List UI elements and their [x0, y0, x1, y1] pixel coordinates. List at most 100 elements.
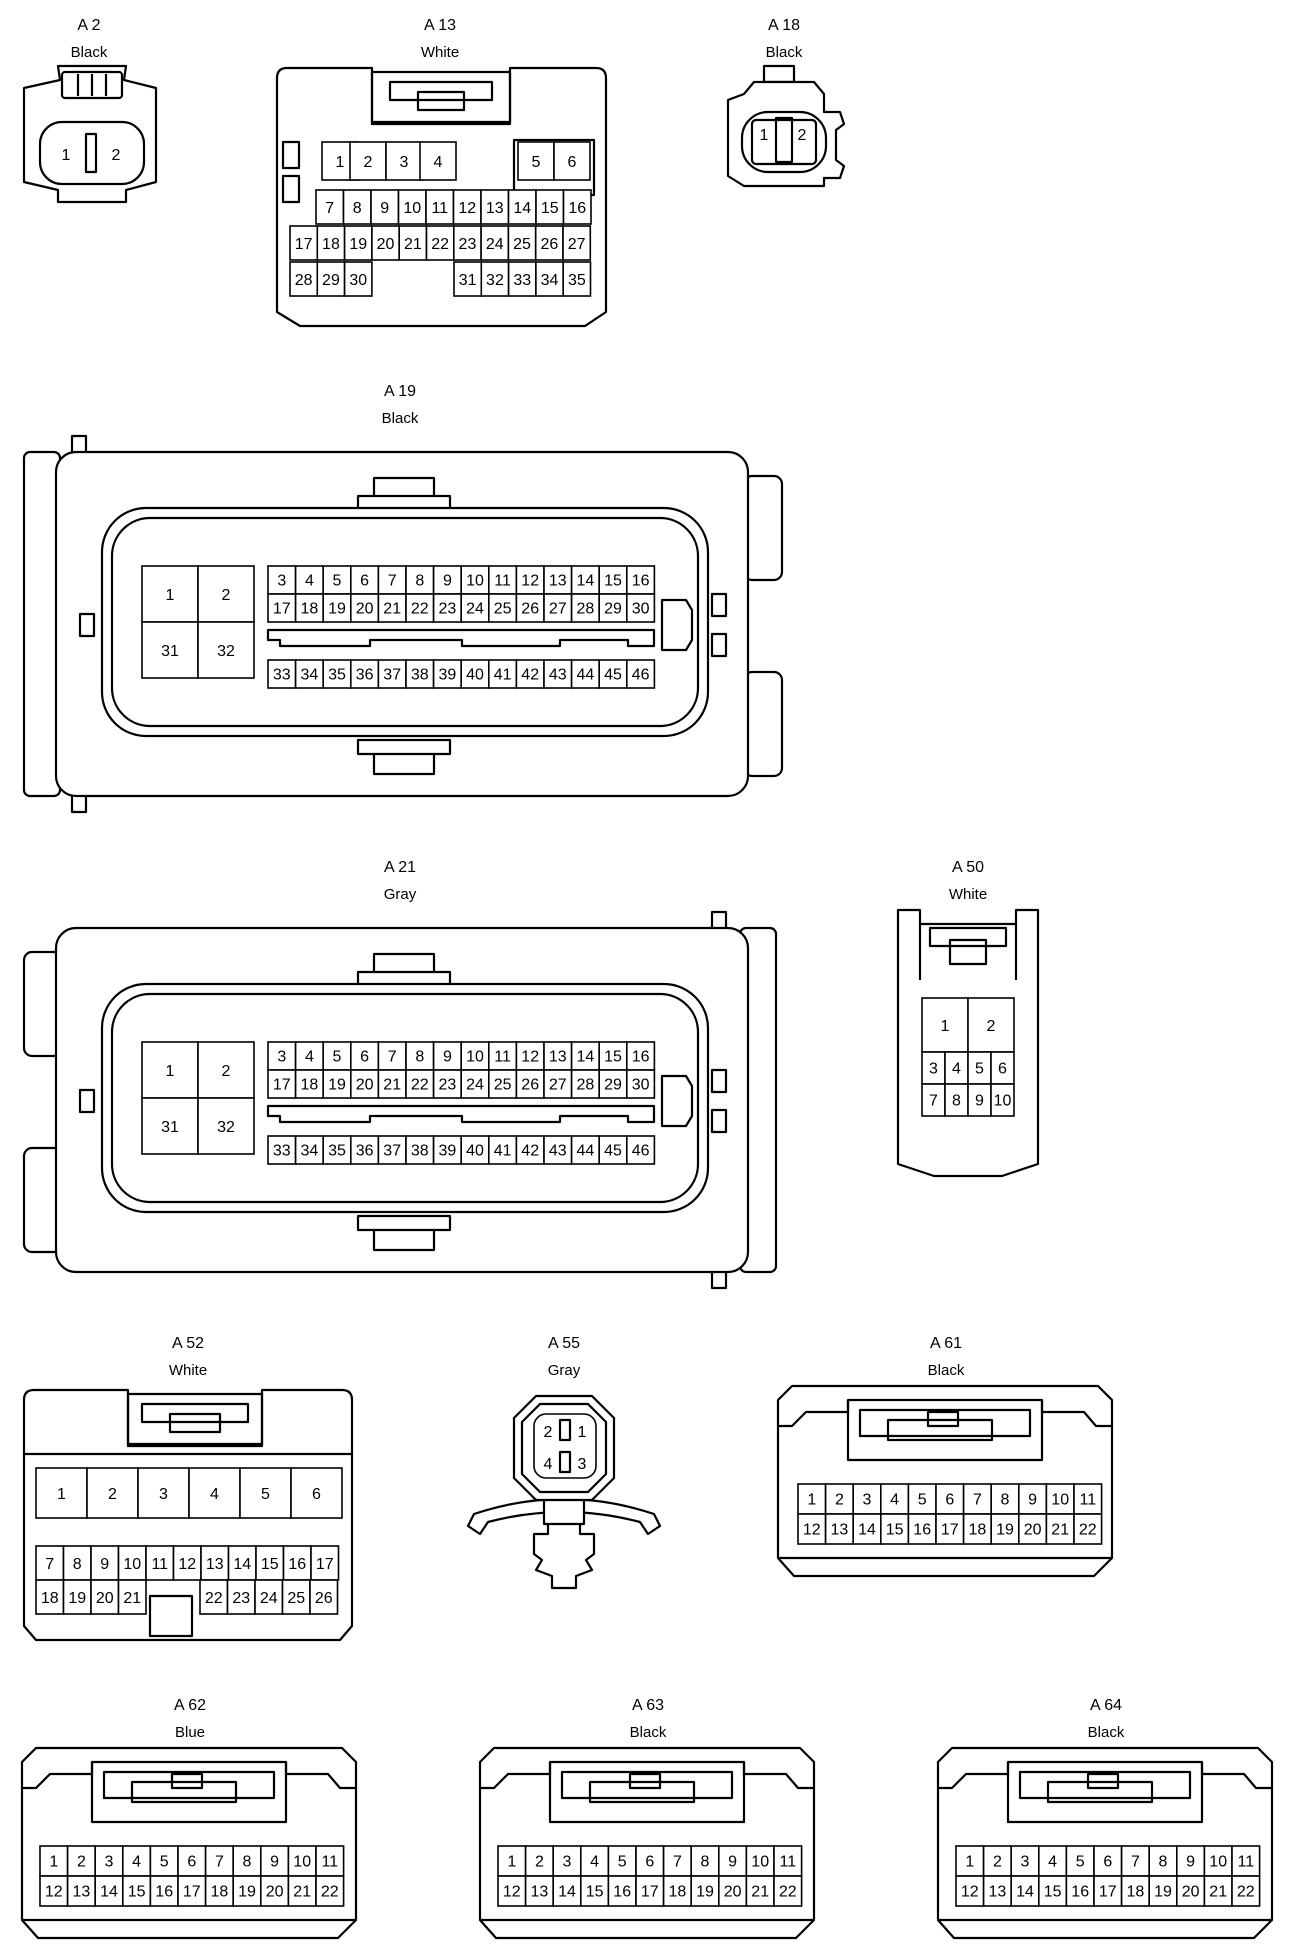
pin-label: 3 — [159, 1486, 168, 1503]
pin-label: 1 — [49, 1853, 58, 1870]
pin-label: 1 — [57, 1486, 66, 1503]
pin-label: 15 — [604, 572, 622, 589]
pin-cell — [1065, 1845, 1095, 1877]
pin-label: 14 — [577, 1048, 595, 1065]
pin-label: 11 — [151, 1556, 168, 1573]
pin-label: 16 — [632, 1048, 650, 1065]
pin-cell — [294, 1135, 325, 1165]
pin-label: 1 — [166, 1063, 175, 1080]
pin-label: 37 — [383, 1142, 401, 1159]
pin-label: 28 — [295, 272, 313, 289]
pin-cell — [35, 1545, 65, 1581]
pin-label: 13 — [549, 572, 567, 589]
pin-cell — [377, 1069, 407, 1099]
pin-cell — [145, 1545, 175, 1581]
pin-label: 11 — [1237, 1853, 1254, 1870]
pin-label: 12 — [961, 1883, 979, 1900]
pin-label: 5 — [975, 1060, 984, 1077]
pin-label: 33 — [513, 272, 531, 289]
pin-cell — [419, 141, 457, 181]
pin-label: 18 — [969, 1521, 987, 1538]
pin-cell — [625, 1069, 656, 1099]
connector-id: A 64 — [1090, 1697, 1122, 1714]
pin-label: 19 — [349, 236, 367, 253]
pin-label: 17 — [273, 600, 291, 617]
pin-label: 12 — [503, 1883, 521, 1900]
pin-label: 31 — [161, 1119, 179, 1136]
pin-label: 16 — [568, 200, 586, 217]
connector-id: A 63 — [632, 1697, 664, 1714]
pin-cell — [607, 1875, 637, 1907]
pin-label: 32 — [486, 272, 504, 289]
pin-cell — [690, 1845, 720, 1877]
pin-cell — [432, 1041, 463, 1071]
pin-label: 20 — [724, 1883, 742, 1900]
pin-label: 1 — [807, 1491, 816, 1508]
pin-cell — [690, 1875, 720, 1907]
pin-label: 42 — [521, 1142, 539, 1159]
pin-label: 5 — [333, 1048, 342, 1065]
pin-label: 16 — [613, 1883, 631, 1900]
pin-label: 5 — [618, 1853, 627, 1870]
connector-id: A 52 — [172, 1335, 204, 1352]
pin-label: 37 — [383, 666, 401, 683]
pin-cell — [598, 1069, 628, 1099]
pin-cell — [852, 1513, 882, 1545]
pin-label: 3 — [1021, 1853, 1030, 1870]
pin-label: 9 — [380, 200, 389, 217]
pin-cell — [289, 261, 319, 297]
pin-label: 43 — [549, 1142, 567, 1159]
pin-label: 10 — [1051, 1491, 1069, 1508]
pin-cell — [343, 261, 373, 297]
pin-label: 30 — [632, 1076, 650, 1093]
pin-cell — [497, 1875, 527, 1907]
pin-label: 15 — [261, 1556, 279, 1573]
connector-color: White — [169, 1362, 207, 1379]
pin-label: 2 — [544, 1424, 553, 1441]
pin-label: 8 — [1001, 1491, 1010, 1508]
connector-id: A 50 — [952, 859, 984, 876]
pin-label: 38 — [411, 1142, 429, 1159]
pin-cell — [579, 1845, 610, 1877]
pin-label: 17 — [295, 236, 313, 253]
pin-label: 18 — [1127, 1883, 1145, 1900]
pin-label: 22 — [411, 600, 429, 617]
pin-label: 39 — [439, 1142, 457, 1159]
pin-cell — [1038, 1875, 1068, 1907]
pin-cell — [35, 1467, 88, 1519]
pin-label: 15 — [886, 1521, 904, 1538]
pin-label: 21 — [293, 1883, 311, 1900]
pin-label: 4 — [210, 1486, 219, 1503]
pin-cell — [507, 189, 537, 225]
pin-cell — [824, 1513, 854, 1545]
pin-label: 18 — [669, 1883, 687, 1900]
pin-label: 4 — [952, 1060, 961, 1077]
pin-label: 31 — [161, 643, 179, 660]
pin-label: 21 — [404, 236, 422, 253]
pin-label: 43 — [549, 666, 567, 683]
pin-cell — [405, 593, 435, 623]
pin-cell — [935, 1483, 965, 1515]
pin-label: 21 — [383, 600, 401, 617]
connector-id: A 62 — [174, 1697, 206, 1714]
pin-cell — [322, 593, 352, 623]
pin-label: 19 — [996, 1521, 1014, 1538]
pin-label: 15 — [604, 1048, 622, 1065]
connector-id: A 21 — [384, 859, 416, 876]
pin-label: 44 — [577, 1142, 595, 1159]
pin-label: 22 — [1079, 1521, 1097, 1538]
pin-label: 12 — [521, 1048, 539, 1065]
pin-label: 2 — [112, 147, 121, 164]
pin-label: 2 — [993, 1853, 1002, 1870]
pin-label: 19 — [238, 1883, 256, 1900]
pin-cell — [1093, 1845, 1123, 1877]
pin-label: 24 — [486, 236, 504, 253]
pin-label: 29 — [604, 1076, 622, 1093]
pin-label: 20 — [356, 1076, 374, 1093]
pin-label: 5 — [1076, 1853, 1085, 1870]
pin-label: 32 — [217, 1119, 235, 1136]
pin-label: 3 — [105, 1853, 114, 1870]
pin-label: 19 — [328, 1076, 346, 1093]
pin-cell — [197, 1097, 255, 1155]
connector-id: A 55 — [548, 1335, 580, 1352]
